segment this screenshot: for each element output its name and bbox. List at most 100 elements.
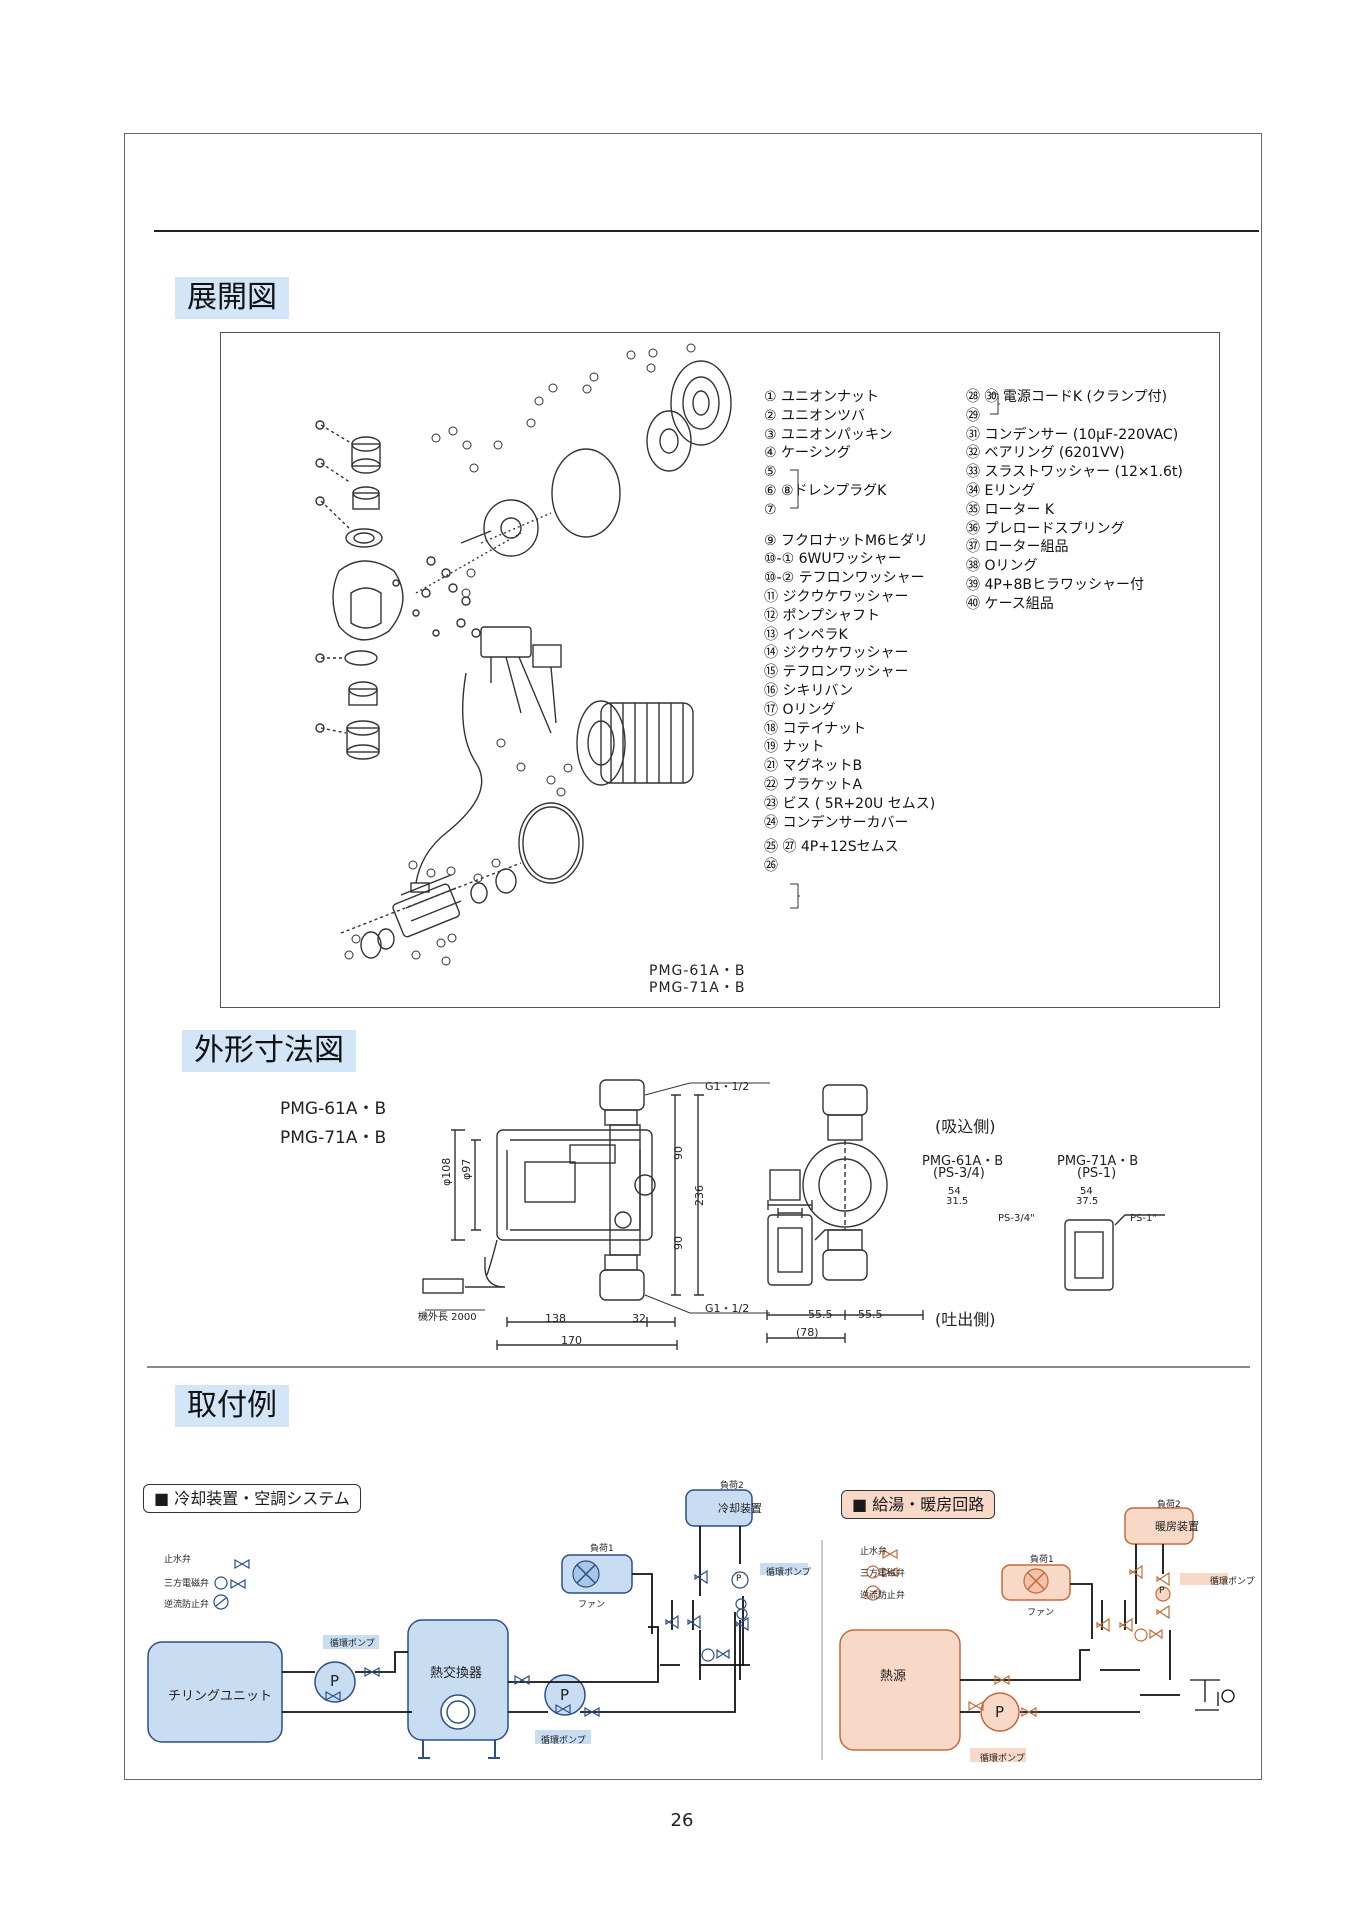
part-item: ㉒ ブラケットA (764, 776, 863, 793)
pump-p: P (1159, 1586, 1165, 1596)
part-item: ㉓ ビス ( 5R+20U セムス) (764, 795, 936, 812)
fitting-ps1: (PS-1) (1077, 1166, 1117, 1181)
part-item: ⑰ Oリング (764, 701, 836, 718)
part-item: ㉛ コンデンサー (10μF-220VAC) (966, 426, 1179, 443)
part-item: ⑮ テフロンワッシャー (764, 664, 909, 681)
part-item: ⑭ ジクウケワッシャー (764, 645, 909, 662)
part-item: ㊴ 4P+8Bヒラワッシャー付 (966, 576, 1145, 593)
page-frame (124, 133, 1262, 1780)
heating-title: ■ 給湯・暖房回路 (841, 1490, 996, 1519)
dim-label-d108: φ108 (440, 1157, 453, 1186)
fitting-model-71: PMG-71A・B (1057, 1154, 1139, 1169)
bracket-lines (790, 469, 800, 909)
part-item: ㉞ Eリング (966, 482, 1036, 499)
dim-label-w138: 138 (545, 1312, 566, 1325)
part-item: ㉕ ㉗ 4P+12Sセムス (764, 839, 899, 856)
load2-label: 負荷2 (1157, 1500, 1181, 1510)
cooling-diagram (147, 1489, 808, 1759)
exchanger-box (407, 1619, 509, 1741)
part-item: ⑥ ⑧ドレンプラグK (764, 482, 887, 499)
chiller-label: チリングユニット (168, 1689, 273, 1704)
part-item: ⑯ シキリバン (764, 682, 854, 699)
part-item: ⑪ ジクウケワッシャー (764, 588, 909, 605)
dim-label-h236: 236 (693, 1185, 706, 1206)
legend-3way: 三方電磁弁 (164, 1579, 210, 1589)
dimension-drawing (422, 1079, 924, 1350)
ps1-fitting-drawing (1064, 1214, 1165, 1291)
part-item: ⑬ インペラK (764, 626, 848, 643)
dim-label-h90a: 90 (672, 1146, 685, 1160)
pump-p: P (736, 1574, 742, 1584)
dim-label-d97: φ97 (460, 1158, 473, 1180)
dim-label-w78: (78) (796, 1326, 819, 1339)
exploded-drawing (315, 343, 732, 966)
dim-label-w55b: 55.5 (858, 1308, 883, 1321)
parts-list-left: ① ユニオンナット ② ユニオンツバ ③ ユニオンパッキン ④ ケーシング ⑤ … (764, 388, 935, 876)
part-item: ㉙ (966, 407, 980, 424)
fitting-ps1-label: PS-1" (1130, 1213, 1157, 1224)
part-item: ㊵ ケース組品 (966, 595, 1054, 612)
load1-label: 負荷1 (1030, 1555, 1054, 1565)
model-name: PMG-71A・B (649, 980, 746, 996)
dim-model-list: PMG-61A・B PMG-71A・B (280, 1095, 386, 1153)
pump-tag: 循環ポンプ (766, 1568, 811, 1578)
part-item: ⑤ (764, 464, 777, 481)
part-item: ⑨ フクロナットM6ヒダリ (764, 532, 928, 549)
fitting-b375: 37.5 (1076, 1196, 1099, 1207)
part-item: ⑦ (764, 501, 777, 518)
legend-shutoff: 止水弁 (860, 1547, 888, 1557)
model-name: PMG-61A・B (649, 963, 746, 979)
legend-check: 逆流防止弁 (860, 1591, 906, 1601)
pump-p: P (560, 1686, 570, 1704)
heater-label: 暖房装置 (1155, 1520, 1199, 1533)
exchanger-label: 熱交換器 (430, 1666, 483, 1681)
fitting-a54: 54 (948, 1186, 961, 1197)
heating-diagram (821, 1507, 1235, 1762)
chiller-box (147, 1641, 283, 1743)
section-heading-exploded: 展開図 (175, 277, 289, 319)
load1-label: 負荷1 (590, 1544, 614, 1554)
load2-label: 負荷2 (720, 1481, 744, 1491)
dim-label-cord: 機外長 2000 (418, 1312, 477, 1323)
part-item: ③ ユニオンパッキン (764, 426, 893, 443)
part-item: ⑲ ナット (764, 739, 825, 756)
exploded-model-list: PMG-61A・B PMG-71A・B (649, 963, 745, 997)
part-item: ㉘ ㉚ 電源コードK (クランプ付) (966, 389, 1168, 405)
section-heading-dimensions: 外形寸法図 (182, 1030, 356, 1072)
parts-list-right: ㉘ ㉚ 電源コードK (クランプ付) ㉙ ㉛ コンデンサー (10μF-220V… (966, 388, 1183, 614)
part-item: ⑱ コテイナット (764, 720, 867, 737)
cooler-label: 冷却装置 (718, 1502, 762, 1515)
page-number: 26 (670, 1810, 694, 1831)
part-item: ㉖ (764, 858, 778, 875)
fitting-model-61: PMG-61A・B (922, 1154, 1004, 1169)
part-item: ⑩-① 6WUワッシャー (764, 551, 902, 568)
pump-tag: 循環ポンプ (541, 1736, 586, 1746)
discharge-label: (吐出側) (935, 1310, 996, 1329)
section-separator (147, 1366, 1250, 1368)
dim-label-g-top: G1・1/2 (705, 1080, 750, 1093)
part-item: ① ユニオンナット (764, 389, 880, 405)
bracket-lines (990, 393, 1000, 415)
dim-label-h90b: 90 (672, 1236, 685, 1250)
fan-label: ファン (1027, 1608, 1055, 1618)
part-item: ㉑ マグネットB (764, 758, 863, 775)
legend-shutoff: 止水弁 (164, 1555, 192, 1565)
fitting-a315: 31.5 (946, 1196, 969, 1207)
part-item: ⑫ ポンプシャフト (764, 607, 881, 624)
section-heading-install: 取付例 (175, 1385, 289, 1427)
part-item: ② ユニオンツバ (764, 407, 866, 424)
dim-label-w32: 32 (632, 1312, 646, 1325)
cooling-title: ■ 冷却装置・空調システム (143, 1484, 361, 1513)
part-item: ㊲ ローター組品 (966, 539, 1069, 556)
pump-p: P (330, 1672, 340, 1690)
fitting-ps34-label: PS-3/4" (998, 1213, 1035, 1224)
dim-label-w55a: 55.5 (808, 1308, 833, 1321)
pump-tag: 循環ポンプ (1210, 1577, 1255, 1587)
fan-label: ファン (578, 1600, 606, 1610)
part-item: ㉝ スラストワッシャー (12×1.6t) (966, 464, 1183, 481)
part-item: ④ ケーシング (764, 445, 851, 462)
part-item: ㊱ プレロードスプリング (966, 520, 1125, 537)
part-item: ⑩-② テフロンワッシャー (764, 570, 925, 587)
dim-label-w170: 170 (561, 1334, 582, 1347)
pump-tag: 循環ポンプ (330, 1639, 375, 1649)
